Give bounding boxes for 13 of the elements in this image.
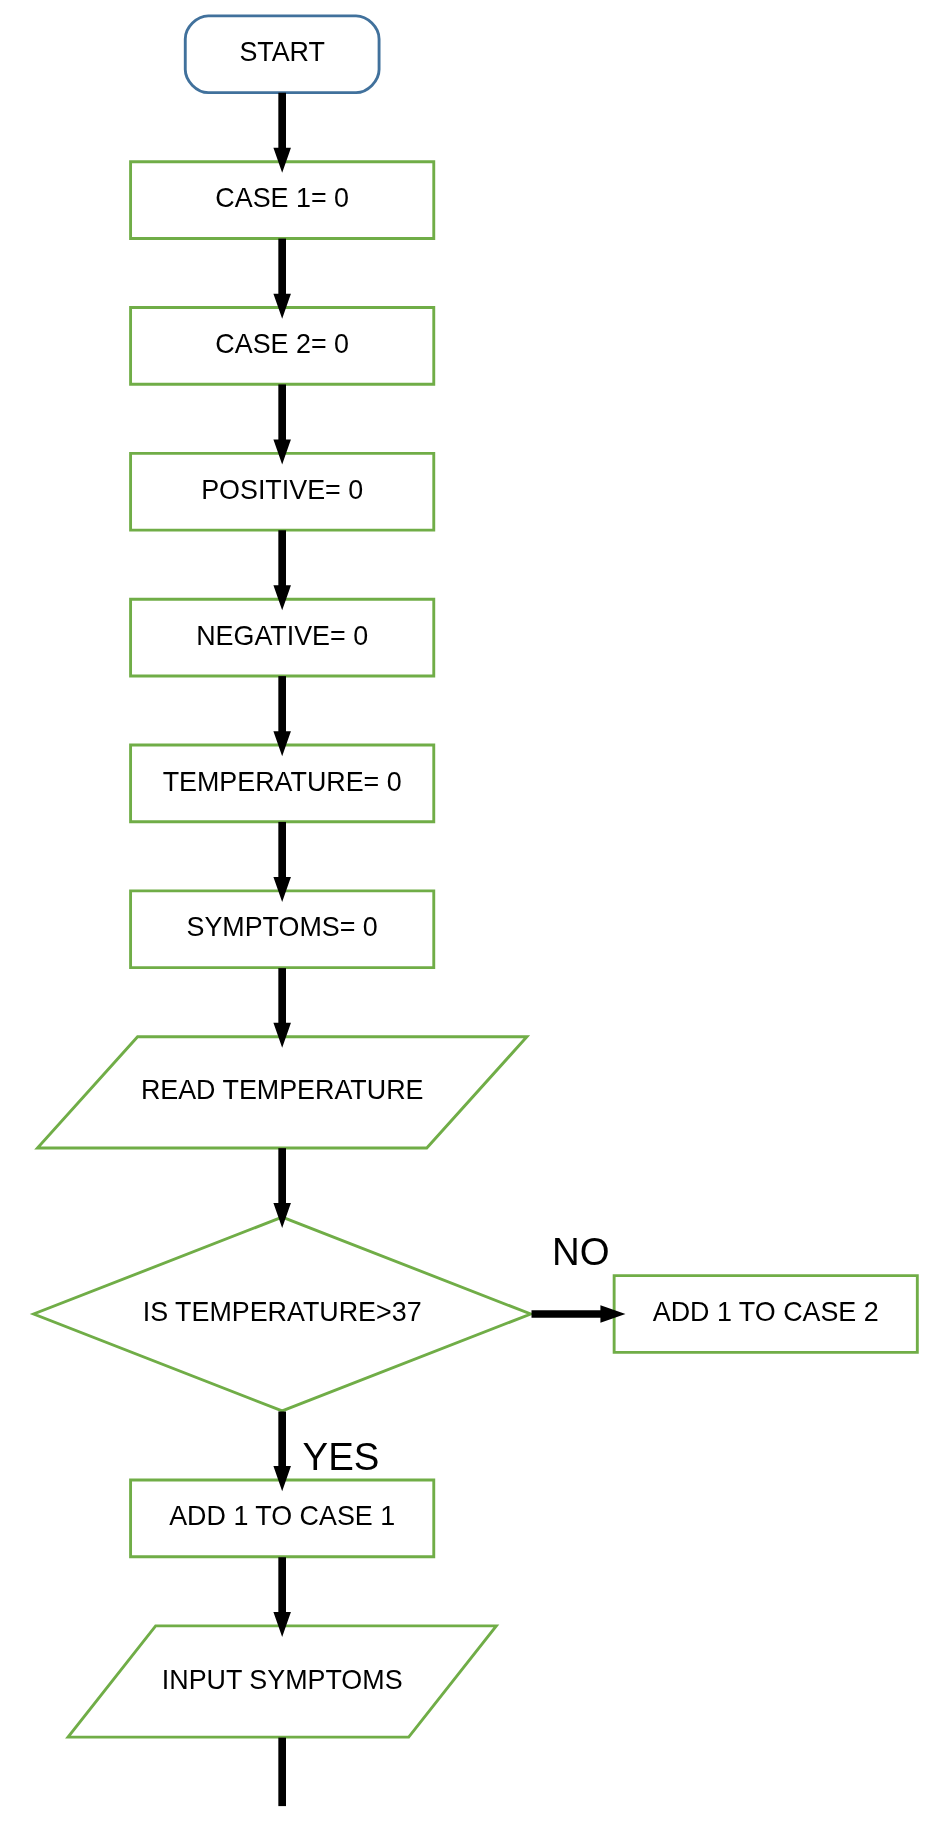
node-box: SYMPTOMS= 0 xyxy=(128,889,435,970)
node-diamond: IS TEMPERATURE>37 xyxy=(29,1215,535,1413)
node-box: ADD 1 TO CASE 2 xyxy=(612,1274,919,1354)
node-box: CASE 1= 0 xyxy=(128,160,435,240)
node-box: CASE 2= 0 xyxy=(128,306,435,386)
node-box: START xyxy=(183,14,380,95)
edge-label: NO xyxy=(551,1229,610,1273)
arrow xyxy=(272,821,291,903)
node-box: ADD 1 TO CASE 1 xyxy=(128,1478,435,1559)
node-box: POSITIVE= 0 xyxy=(128,451,435,532)
node-box: TEMPERATURE= 0 xyxy=(128,743,435,824)
node-box: NEGATIVE= 0 xyxy=(128,597,435,678)
edge-label: YES xyxy=(302,1435,379,1479)
